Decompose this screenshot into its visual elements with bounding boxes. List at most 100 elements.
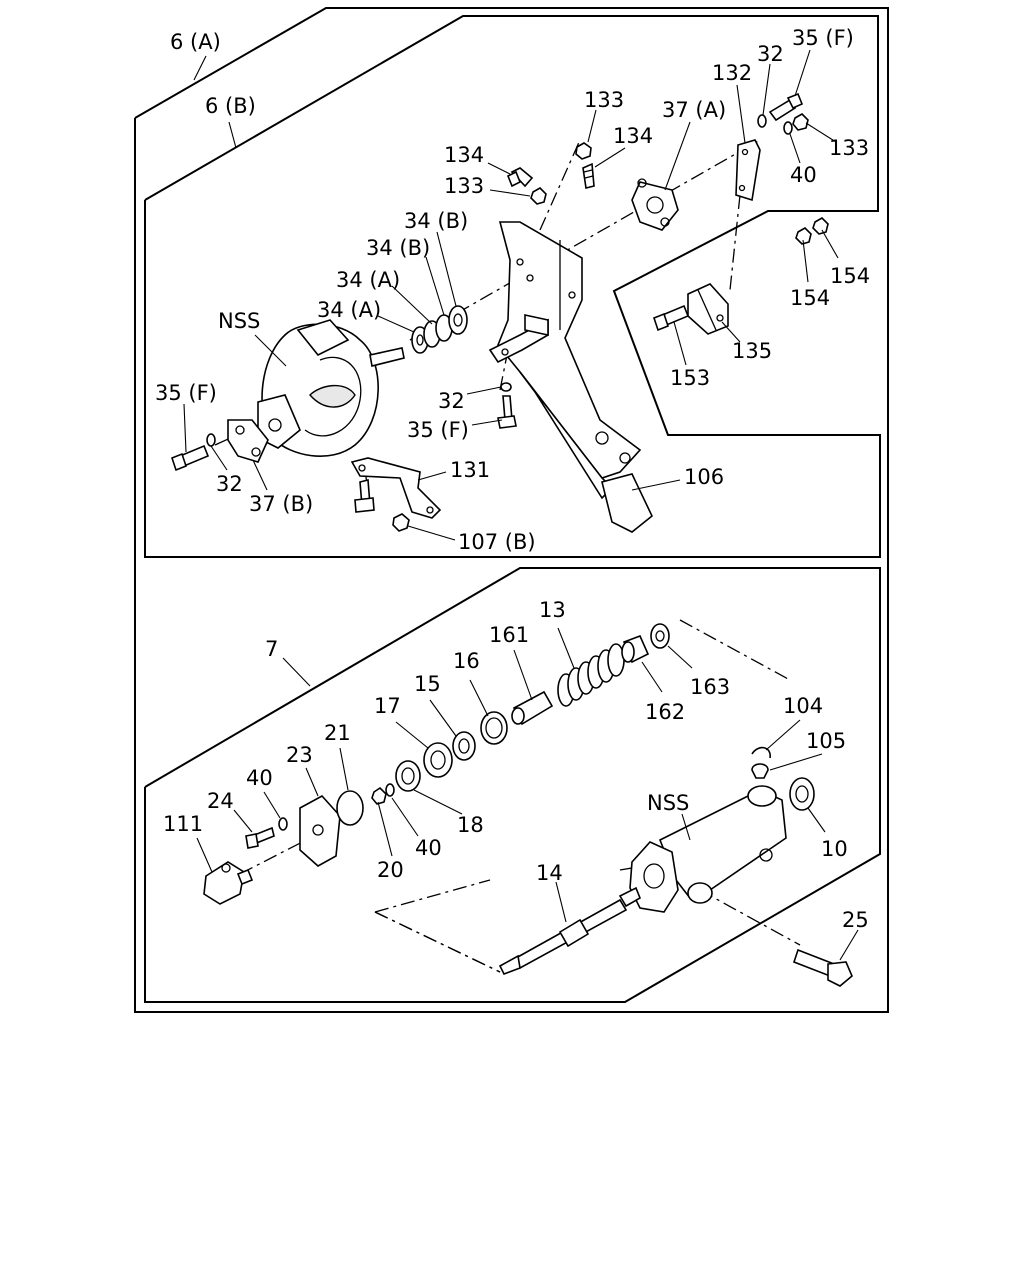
plate-37b — [227, 419, 269, 463]
label-153: 153 — [670, 366, 710, 390]
pedal-bracket — [497, 221, 653, 533]
label-10: 10 — [821, 837, 848, 861]
label-24: 24 — [207, 789, 234, 813]
label-21: 21 — [324, 721, 351, 745]
plate-23 — [299, 794, 341, 867]
seal-10 — [789, 777, 815, 811]
label-7: 7 — [265, 637, 278, 661]
bracket-131 — [350, 457, 442, 519]
nut-154-a — [812, 217, 829, 235]
frame-group-6b — [144, 15, 881, 558]
l-bracket — [488, 314, 549, 364]
seal-16 — [480, 711, 508, 745]
nut-154-b — [795, 227, 812, 245]
leader-6b — [228, 121, 237, 149]
label-nss-bottom: NSS — [647, 791, 689, 815]
seal-17 — [423, 742, 453, 778]
bolt-131 — [354, 478, 375, 513]
axis-line-bolt-25 — [699, 889, 801, 946]
leader-6a — [193, 55, 207, 81]
washer-40-right — [385, 783, 395, 797]
frame-group-7 — [144, 567, 881, 1003]
label-154-b: 154 — [790, 286, 830, 310]
label-134-right: 134 — [613, 124, 653, 148]
label-37b: 37 (B) — [249, 492, 313, 516]
label-133-left: 133 — [444, 174, 484, 198]
bracket-132 — [735, 139, 761, 202]
spring-13 — [557, 643, 625, 707]
label-6b: 6 (B) — [205, 94, 256, 118]
washer-32-top — [757, 114, 767, 128]
leader-7 — [282, 657, 311, 687]
bolt-153 — [653, 304, 690, 332]
bolt-134-right — [582, 162, 595, 189]
axis-line-lower-top — [679, 619, 791, 681]
nut-133-right — [792, 113, 809, 131]
label-35f-mid: 35 (F) — [407, 418, 469, 442]
label-134-left: 134 — [444, 143, 484, 167]
label-111: 111 — [163, 812, 203, 836]
label-34b-2: 34 (B) — [366, 236, 430, 260]
label-14: 14 — [536, 861, 563, 885]
axis-line-pushrod — [374, 911, 501, 973]
o-ring-21 — [336, 790, 364, 826]
label-34a-2: 34 (A) — [317, 298, 381, 322]
label-107b: 107 (B) — [458, 530, 536, 554]
bolt-35f-mid — [497, 395, 517, 429]
label-133-top: 133 — [584, 88, 624, 112]
plate-37a — [631, 178, 679, 231]
label-132: 132 — [712, 61, 752, 85]
label-133-right: 133 — [829, 136, 869, 160]
axis-line-135 — [729, 194, 741, 291]
lower-leader-lines — [196, 627, 859, 961]
washer-34b-2 — [448, 305, 468, 335]
label-15: 15 — [414, 672, 441, 696]
label-37a: 37 (A) — [662, 98, 726, 122]
nut-107b — [392, 513, 410, 532]
label-32-top: 32 — [757, 42, 784, 66]
label-34a-1: 34 (A) — [336, 268, 400, 292]
nss-housing-upper — [257, 319, 405, 457]
label-40-b: 40 — [415, 836, 442, 860]
axis-line-main — [409, 139, 761, 341]
seal-18 — [395, 760, 421, 792]
label-17: 17 — [374, 694, 401, 718]
label-6a: 6 (A) — [170, 30, 221, 54]
label-20: 20 — [377, 858, 404, 882]
cap-105 — [751, 763, 769, 779]
label-35f-left: 35 (F) — [155, 381, 217, 405]
axis-line-bolt-134 — [539, 139, 581, 231]
label-35f-top: 35 (F) — [792, 26, 854, 50]
label-161: 161 — [489, 623, 529, 647]
washer-40-top — [783, 121, 793, 135]
nss-cylinder-lower — [629, 785, 787, 913]
label-32-left: 32 — [216, 472, 243, 496]
bolt-24 — [245, 826, 275, 849]
clamp-135 — [687, 283, 729, 335]
washer-40-left — [278, 817, 288, 831]
upper-leader-lines — [183, 49, 839, 541]
washer-32-left — [206, 433, 216, 447]
label-106: 106 — [684, 465, 724, 489]
label-163: 163 — [690, 675, 730, 699]
piston-161 — [511, 690, 554, 726]
clip-104 — [751, 746, 771, 759]
label-nss-top: NSS — [218, 309, 260, 333]
label-162: 162 — [645, 700, 685, 724]
frame-group-6a — [134, 7, 889, 1013]
washer-163 — [650, 623, 670, 649]
washer-32-mid — [500, 382, 512, 392]
cup-15 — [452, 731, 476, 761]
nut-133-top — [575, 142, 592, 160]
axis-line-32mid — [499, 339, 511, 391]
label-18: 18 — [457, 813, 484, 837]
label-104: 104 — [783, 694, 823, 718]
fitting-111 — [203, 861, 254, 905]
washer-20 — [371, 786, 387, 805]
label-34b-1: 34 (B) — [404, 209, 468, 233]
label-32-mid: 32 — [438, 389, 465, 413]
nut-133-left — [530, 187, 547, 205]
axis-line-lower-bottom-b — [374, 879, 491, 913]
part-labels: 6 (A) 6 (B) 133 134 37 (A) 132 32 35 (F)… — [155, 26, 870, 932]
